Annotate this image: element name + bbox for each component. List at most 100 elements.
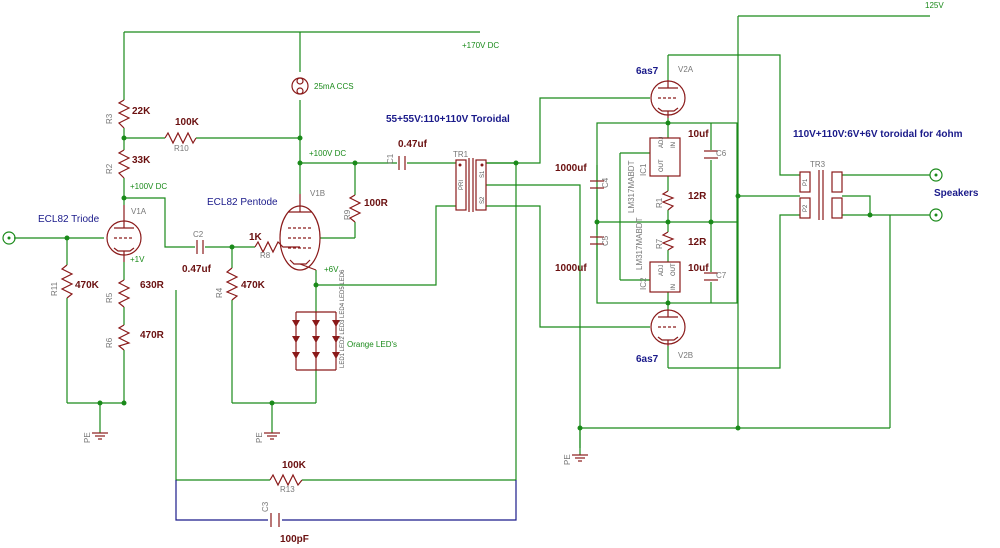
ref-pe-right: PE (563, 454, 572, 465)
resistor-r5 (117, 279, 131, 308)
ref-ic2: IC2 (639, 277, 648, 290)
pin-in1: IN (671, 142, 677, 148)
feedback-capacitor-loop (175, 480, 517, 521)
value-470r: 470R (140, 330, 165, 341)
ref-r7: R7 (655, 238, 664, 249)
value-10uf-bottom: 10uf (688, 263, 709, 274)
ref-r1: R1 (655, 197, 664, 208)
title-toroid1: 55+55V:110+110V Toroidal (386, 114, 510, 125)
resistor-r6 (117, 324, 131, 351)
capacitor-c6 (704, 150, 718, 159)
label-170v: +170V DC (462, 41, 499, 50)
resistor-r3 (117, 99, 131, 129)
ref-c5: C5 (601, 235, 610, 246)
resistor-r2 (117, 149, 131, 179)
value-100pf: 100pF (280, 534, 309, 545)
ref-r10: R10 (174, 144, 189, 153)
ref-v1b: V1B (310, 189, 325, 198)
capacitor-c7 (704, 272, 718, 281)
ref-r11: R11 (50, 281, 59, 296)
value-1k: 1K (249, 232, 263, 243)
pin-adj2: ADJ (659, 265, 665, 276)
ref-r9: R9 (343, 209, 352, 220)
resistor-r8 (254, 240, 300, 254)
pin-adj1: ADJ (659, 137, 665, 148)
ref-r2: R2 (105, 163, 114, 174)
value-470k-mid: 470K (241, 280, 266, 291)
led-array (292, 311, 340, 371)
value-c1-047: 0.47uf (398, 139, 428, 150)
resistor-r7 (661, 231, 675, 251)
value-100k-feedback: 100K (282, 460, 307, 471)
ground-symbols (92, 432, 588, 462)
tube-v2a (650, 80, 686, 118)
pin-p1: P1 (803, 178, 809, 186)
value-c2-047: 0.47uf (182, 264, 212, 275)
wires (14, 15, 930, 481)
ref-r8: R8 (260, 251, 271, 260)
ref-r6: R6 (105, 337, 114, 348)
ref-r3: R3 (105, 113, 114, 124)
tube-v2b (650, 309, 686, 346)
pin-out2: OUT (671, 263, 677, 276)
value-1000uf-bottom: 1000uf (555, 263, 587, 274)
regulator-ic2 (649, 261, 681, 293)
value-12r-top: 12R (688, 191, 707, 202)
ref-lm317-bottom: LM317MABDT (635, 217, 644, 270)
capacitor-c2 (196, 240, 204, 254)
value-470k-left: 470K (75, 280, 100, 291)
title-ecl82-triode: ECL82 Triode (38, 214, 100, 225)
value-10uf-top: 10uf (688, 129, 709, 140)
resistor-r1 (661, 190, 675, 211)
resistor-r13 (269, 473, 303, 487)
ref-r5: R5 (105, 292, 114, 303)
capacitor-c3 (270, 513, 280, 527)
tube-v1b (279, 194, 321, 271)
pin-s1: S1 (480, 170, 486, 178)
label-ccs: 25mA CCS (314, 82, 354, 91)
label-plus-1v: +1V (130, 255, 145, 264)
ref-lm317-top: LM317MABDT (627, 160, 636, 213)
title-toroid2: 110V+110V:6V+6V toroidal for 4ohm (793, 129, 963, 140)
label-100v-right: +100V DC (309, 149, 346, 158)
label-125v: 125V (925, 1, 944, 10)
value-12r-bottom: 12R (688, 237, 707, 248)
resistor-r9 (348, 194, 362, 223)
ref-v1a: V1A (131, 207, 147, 216)
ccs-symbol (291, 77, 309, 95)
title-ecl82-pentode: ECL82 Pentode (207, 197, 278, 208)
junction-dots (64, 120, 873, 431)
pin-in2: IN (671, 284, 677, 290)
resistor-r10 (164, 131, 197, 145)
tube-v1a (106, 205, 142, 262)
resistor-r11 (60, 264, 74, 299)
pin-out1: OUT (659, 159, 665, 172)
value-22k: 22K (132, 106, 151, 117)
ref-v2b: V2B (678, 351, 693, 360)
ref-c1: C1 (386, 153, 395, 164)
value-100k-top: 100K (175, 117, 200, 128)
ref-r4: R4 (215, 287, 224, 298)
ref-tr1: TR1 (453, 150, 469, 159)
resistor-r4 (225, 267, 239, 301)
connectors (2, 168, 943, 245)
ref-pe-left: PE (83, 432, 92, 443)
ref-c7: C7 (716, 271, 727, 280)
ref-c3: C3 (261, 501, 270, 512)
value-630r: 630R (140, 280, 165, 291)
ref-c4: C4 (601, 177, 610, 188)
value-100r: 100R (364, 198, 389, 209)
label-plus-6v: +6V (324, 265, 339, 274)
label-100v-left: +100V DC (130, 182, 167, 191)
ref-v2a: V2A (678, 65, 694, 74)
ref-c6: C6 (716, 149, 727, 158)
capacitor-c1 (398, 156, 406, 170)
ref-pe-mid: PE (255, 432, 264, 443)
ref-r13: R13 (280, 485, 295, 494)
label-speakers: Speakers (934, 188, 979, 199)
capacitors (196, 150, 718, 527)
label-orange-leds: Orange LED's (347, 340, 397, 349)
label-6as7-bottom: 6as7 (636, 354, 659, 365)
capacitor-c5 (590, 236, 604, 245)
